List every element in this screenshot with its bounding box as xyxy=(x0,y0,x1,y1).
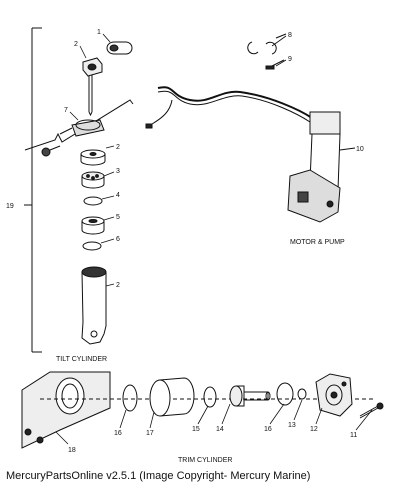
part-end-cap xyxy=(81,216,105,235)
part-label-6: 6 xyxy=(116,236,120,243)
caption-tilt-cylinder: TILT CYLINDER xyxy=(56,356,107,363)
part-label-11: 11 xyxy=(350,432,357,439)
part-label-4: 4 xyxy=(116,192,120,199)
part-label-7: 7 xyxy=(64,107,68,114)
part-piston xyxy=(81,171,105,189)
part-trim-screw xyxy=(359,402,384,419)
part-label-3: 3 xyxy=(116,168,120,175)
section-break-line xyxy=(24,99,134,151)
part-small-pin xyxy=(265,59,285,70)
part-label-1: 1 xyxy=(97,29,101,36)
part-label-5: 5 xyxy=(116,214,120,221)
part-label-2-mid: 2 xyxy=(116,144,120,151)
part-label-17: 17 xyxy=(146,430,154,437)
caption-trim-cylinder: TRIM CYLINDER xyxy=(178,457,232,464)
tilt-group-bracket xyxy=(24,27,42,353)
part-retaining-clip xyxy=(247,33,287,55)
part-pin-assembly xyxy=(82,57,103,117)
copyright-footer: MercuryPartsOnline v2.5.1 (Image Copyrig… xyxy=(6,470,311,482)
part-trim-end-cap xyxy=(315,373,353,417)
part-o-ring-trim-left xyxy=(122,384,138,412)
part-label-18: 18 xyxy=(68,447,76,454)
part-o-ring-trim xyxy=(203,386,217,408)
part-cylinder-body xyxy=(81,266,107,345)
part-o-ring xyxy=(83,196,103,206)
part-piston-disc xyxy=(80,149,106,166)
part-label-13: 13 xyxy=(288,422,296,429)
part-label-8: 8 xyxy=(288,32,292,39)
leader-lines xyxy=(55,33,373,445)
part-bushing xyxy=(106,41,133,55)
part-label-12: 12 xyxy=(310,426,318,433)
part-trim-piston xyxy=(229,385,271,407)
part-label-10: 10 xyxy=(356,146,364,153)
part-label-16-right: 16 xyxy=(264,426,272,433)
exploded-parts-diagram: 1 2 7 2 3 4 5 6 2 19 8 9 10 16 17 15 14 … xyxy=(6,27,384,464)
part-label-16-left: 16 xyxy=(114,430,122,437)
part-washer xyxy=(297,388,307,400)
part-trim-housing xyxy=(21,371,111,449)
part-label-14: 14 xyxy=(216,426,224,433)
part-trim-sleeve xyxy=(149,377,195,417)
part-label-2-bottom: 2 xyxy=(116,282,120,289)
part-o-ring-trim-right xyxy=(276,382,294,406)
part-o-ring-2 xyxy=(82,241,102,251)
part-label-19: 19 xyxy=(6,203,14,210)
caption-motor-pump: MOTOR & PUMP xyxy=(290,239,345,246)
part-screw xyxy=(41,145,61,157)
part-label-9: 9 xyxy=(288,56,292,63)
part-label-2-top: 2 xyxy=(74,41,78,48)
part-clamp xyxy=(59,119,105,137)
part-motor-pump xyxy=(145,86,356,223)
part-label-15: 15 xyxy=(192,426,200,433)
